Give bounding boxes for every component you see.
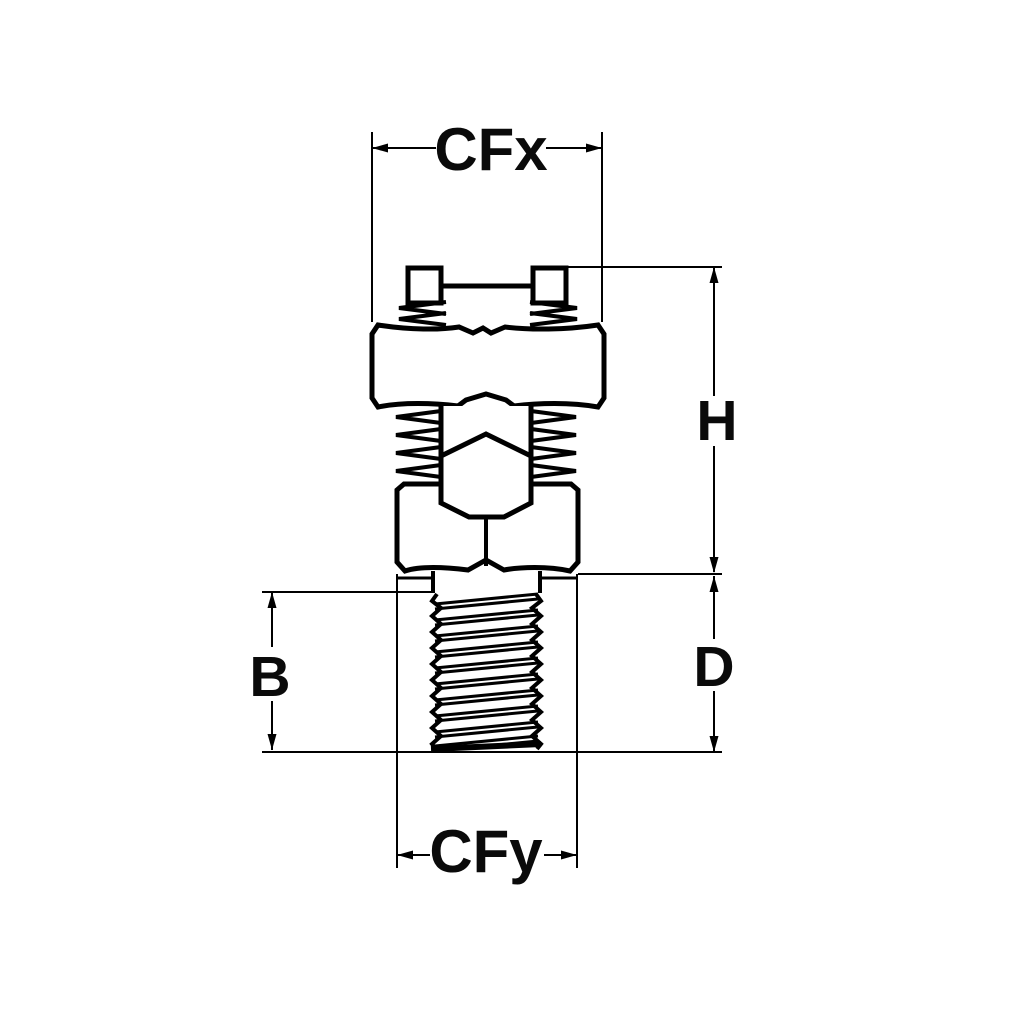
cfx-arrow-left [372, 143, 388, 153]
post-thread-flange-left [398, 300, 447, 327]
bolt-post-right [530, 265, 569, 306]
post-thread-flange-right [529, 300, 578, 327]
b-arrow-top [267, 592, 277, 608]
connector-body [369, 265, 607, 753]
stud-edge-right [528, 592, 545, 751]
h-arrow-top [709, 267, 719, 283]
cfy-arrow-left [397, 850, 413, 860]
h-arrow-bottom [709, 557, 719, 573]
d-arrow-bottom [709, 736, 719, 752]
stud-threads [428, 592, 545, 753]
dimension-lines [262, 132, 722, 868]
stud-thread-lines [433, 592, 540, 753]
top-nut [369, 322, 607, 410]
hex-tongue-chevron [439, 431, 533, 459]
cfx-arrow-right [586, 143, 602, 153]
dimension-labels: CFx H B D CFy [249, 116, 737, 885]
leg-threads-left [395, 409, 442, 479]
cfy-arrow-right [561, 850, 577, 860]
dim-label-cfy: CFy [429, 818, 543, 885]
d-arrow-top [709, 576, 719, 592]
dim-label-cfx: CFx [434, 116, 547, 183]
bolt-post-left [405, 265, 444, 306]
stud-bottom-edge [430, 741, 542, 752]
b-arrow-bottom [267, 734, 277, 750]
dim-label-d: D [693, 635, 734, 699]
leg-threads-right [530, 409, 577, 479]
dim-label-b: B [249, 645, 290, 709]
hex-tongue [438, 406, 534, 520]
dim-label-h: H [696, 389, 737, 453]
